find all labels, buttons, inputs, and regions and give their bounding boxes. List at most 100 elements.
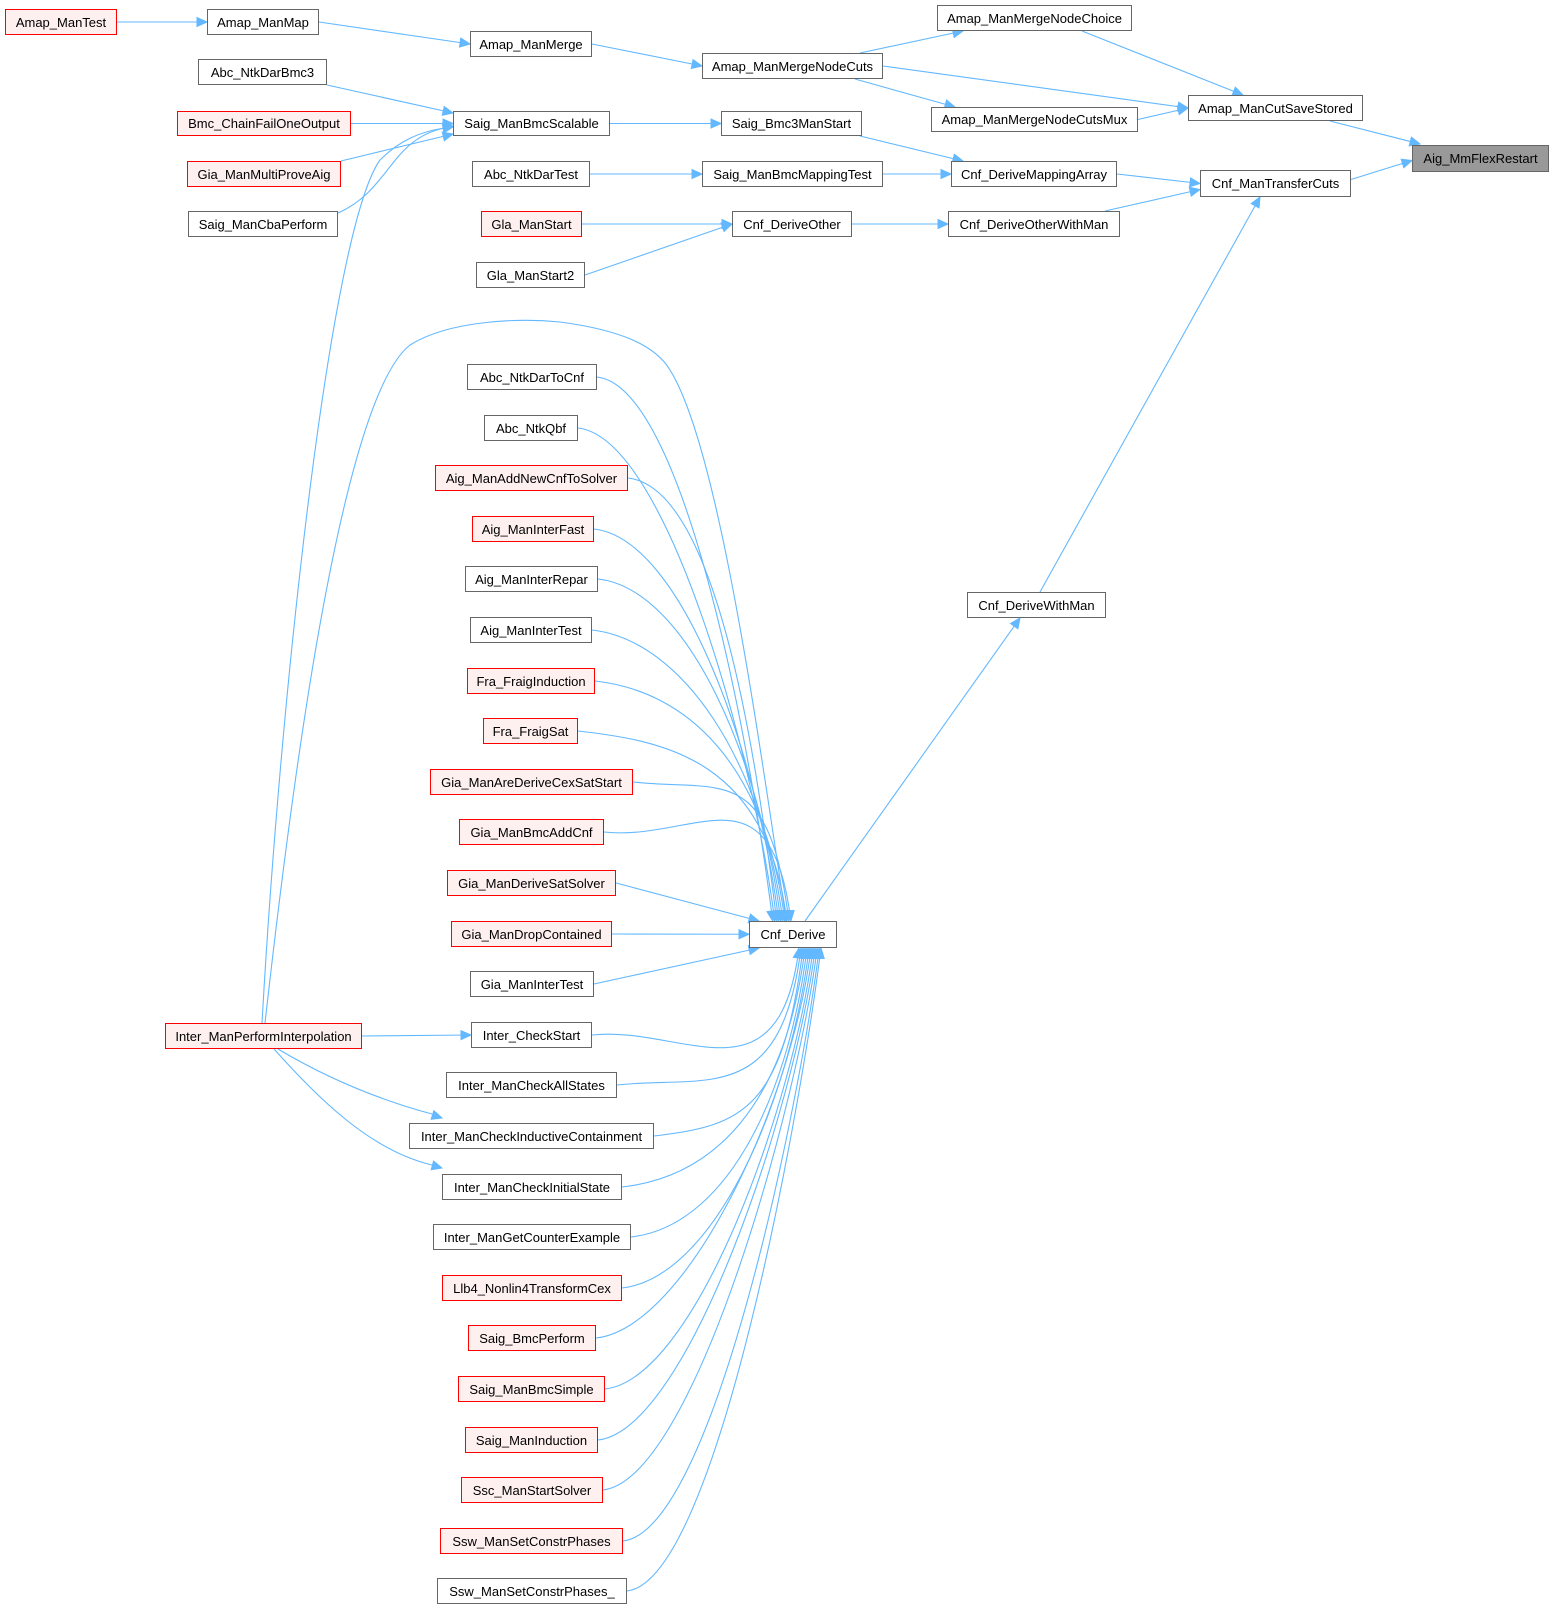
node-gia-manmultiproveaig[interactable]: Gia_ManMultiProveAig — [187, 161, 341, 187]
node-label: Saig_ManCbaPerform — [198, 216, 328, 232]
node-label: Gia_ManDropContained — [461, 926, 602, 942]
node-label: Cnf_DeriveWithMan — [978, 597, 1095, 613]
node-cnf-mantransfercuts[interactable]: Cnf_ManTransferCuts — [1200, 170, 1351, 197]
node-cnf-derivemappingarray[interactable]: Cnf_DeriveMappingArray — [951, 161, 1117, 187]
node-fra-fraiginduction[interactable]: Fra_FraigInduction — [467, 668, 595, 694]
node-label: Gla_ManStart — [491, 216, 572, 232]
node-aig-manaddnewcnftosolver[interactable]: Aig_ManAddNewCnfToSolver — [435, 465, 628, 491]
edge — [1039, 196, 1261, 593]
node-label: Cnf_DeriveMappingArray — [961, 166, 1107, 182]
node-inter-mancheckinitialstate[interactable]: Inter_ManCheckInitialState — [442, 1174, 622, 1200]
node-label: Fra_FraigInduction — [476, 673, 586, 689]
node-saig-manbmcscalable[interactable]: Saig_ManBmcScalable — [453, 111, 610, 136]
node-gia-manderivesatsolver[interactable]: Gia_ManDeriveSatSolver — [447, 870, 616, 896]
arrowhead-icon — [937, 218, 950, 230]
node-amap-manmergenodecuts[interactable]: Amap_ManMergeNodeCuts — [702, 53, 883, 79]
node-label: Saig_ManBmcScalable — [464, 116, 599, 131]
arrowhead-icon — [1009, 617, 1021, 630]
edge — [340, 133, 454, 162]
node-gia-mandropcontained[interactable]: Gia_ManDropContained — [451, 921, 612, 947]
node-label: Aig_MmFlexRestart — [1423, 151, 1538, 166]
arrowhead-icon — [1188, 177, 1202, 188]
node-saig-bmcperform[interactable]: Saig_BmcPerform — [468, 1325, 596, 1351]
edge — [591, 629, 784, 922]
node-abc-ntkqbf[interactable]: Abc_NtkQbf — [484, 415, 578, 441]
node-saig-manbmcmappingtest[interactable]: Saig_ManBmcMappingTest — [702, 161, 883, 187]
node-ssc-manstartsolver[interactable]: Ssc_ManStartSolver — [461, 1477, 603, 1503]
node-amap-manmap[interactable]: Amap_ManMap — [207, 9, 319, 35]
node-label: Inter_ManCheckInductiveContainment — [420, 1128, 643, 1144]
node-saig-bmc3manstart[interactable]: Saig_Bmc3ManStart — [721, 111, 862, 136]
edge — [626, 947, 822, 1592]
node-label: Inter_ManGetCounterExample — [443, 1229, 621, 1245]
node-label: Saig_BmcPerform — [479, 1330, 585, 1346]
node-amap-mancutsavestored[interactable]: Amap_ManCutSaveStored — [1188, 95, 1363, 121]
node-cnf-derivewithman[interactable]: Cnf_DeriveWithMan — [967, 592, 1106, 618]
node-gla-manstart[interactable]: Gla_ManStart — [481, 211, 582, 237]
edge — [318, 21, 471, 45]
edge — [277, 1048, 433, 1115]
node-label: Amap_ManMergeNodeCuts — [711, 58, 874, 74]
edge — [597, 578, 782, 922]
node-saig-maninduction[interactable]: Saig_ManInduction — [465, 1427, 598, 1453]
arrowhead-icon — [460, 1029, 473, 1041]
arrowhead-icon — [720, 222, 734, 233]
node-amap-manmergenodecutsmux[interactable]: Amap_ManMergeNodeCutsMux — [931, 107, 1138, 132]
node-gla-manstart2[interactable]: Gla_ManStart2 — [476, 262, 585, 288]
edge — [361, 1034, 472, 1037]
node-fra-fraigsat[interactable]: Fra_FraigSat — [483, 718, 578, 744]
node-aig-maninterrepar[interactable]: Aig_ManInterRepar — [465, 566, 598, 592]
node-inter-checkstart[interactable]: Inter_CheckStart — [471, 1022, 592, 1048]
node-llb4-nonlin4transformcex[interactable]: Llb4_Nonlin4TransformCex — [442, 1275, 622, 1301]
edge — [337, 127, 445, 214]
node-saig-manbmcsimple[interactable]: Saig_ManBmcSimple — [458, 1376, 605, 1402]
node-label: Inter_ManPerformInterpolation — [175, 1028, 352, 1044]
node-label: Inter_CheckStart — [482, 1027, 581, 1043]
edge — [621, 947, 806, 1188]
node-amap-mantest[interactable]: Amap_ManTest — [5, 9, 117, 35]
node-inter-mancheckallstates[interactable]: Inter_ManCheckAllStates — [446, 1072, 617, 1098]
node-label: Amap_ManMergeNodeCutsMux — [941, 112, 1128, 127]
node-aig-manintertest[interactable]: Aig_ManInterTest — [470, 617, 592, 643]
node-gia-manintertest[interactable]: Gia_ManInterTest — [470, 971, 594, 997]
node-inter-mangetcounterexample[interactable]: Inter_ManGetCounterExample — [433, 1224, 631, 1250]
edge — [615, 882, 760, 922]
node-label: Amap_ManTest — [15, 14, 107, 30]
node-cnf-deriveother[interactable]: Cnf_DeriveOther — [732, 211, 852, 237]
node-label: Cnf_ManTransferCuts — [1211, 176, 1340, 191]
arrowhead-icon — [784, 909, 795, 923]
node-label: Gia_ManMultiProveAig — [197, 166, 331, 182]
edge — [1081, 30, 1244, 96]
node-gia-manarederivecexsatstart[interactable]: Gia_ManAreDeriveCexSatStart — [430, 769, 633, 795]
node-label: Fra_FraigSat — [492, 723, 569, 739]
edge — [1104, 188, 1201, 212]
node-label: Abc_NtkDarTest — [484, 166, 578, 182]
node-ssw-mansetconstrphases[interactable]: Ssw_ManSetConstrPhases — [440, 1528, 623, 1554]
node-label: Amap_ManMerge — [479, 36, 583, 52]
node-cnf-derive[interactable]: Cnf_Derive — [749, 921, 837, 948]
node-saig-mancbaperform[interactable]: Saig_ManCbaPerform — [188, 211, 338, 237]
node-label: Cnf_DeriveOther — [743, 216, 841, 232]
edge — [326, 84, 454, 114]
node-inter-mancheckinductivecontainment[interactable]: Inter_ManCheckInductiveContainment — [409, 1123, 654, 1149]
arrowhead-icon — [1400, 158, 1414, 169]
node-label: Inter_ManCheckInitialState — [453, 1179, 611, 1195]
edge — [604, 947, 814, 1390]
node-abc-ntkdarbmc3[interactable]: Abc_NtkDarBmc3 — [198, 59, 327, 85]
node-abc-ntkdartest[interactable]: Abc_NtkDarTest — [472, 161, 590, 187]
node-ssw-mansetconstrphases-[interactable]: Ssw_ManSetConstrPhases_ — [437, 1578, 627, 1604]
edge — [591, 43, 703, 67]
arrowhead-icon — [814, 946, 825, 960]
edge — [616, 947, 802, 1086]
node-bmc-chainfailoneoutput[interactable]: Bmc_ChainFailOneOutput — [177, 111, 351, 136]
edge — [273, 1048, 433, 1166]
node-amap-manmerge[interactable]: Amap_ManMerge — [470, 31, 592, 57]
node-abc-ntkdartocnf[interactable]: Abc_NtkDarToCnf — [467, 364, 597, 390]
node-inter-manperforminterpolation[interactable]: Inter_ManPerformInterpolation — [165, 1023, 362, 1049]
arrowhead-icon — [738, 928, 751, 940]
node-amap-manmergenodechoice[interactable]: Amap_ManMergeNodeChoice — [937, 5, 1132, 31]
node-gia-manbmcaddcnf[interactable]: Gia_ManBmcAddCnf — [459, 819, 604, 845]
node-aig-maninterfast[interactable]: Aig_ManInterFast — [472, 516, 594, 542]
arrowhead-icon — [691, 168, 704, 180]
node-cnf-deriveotherwithman[interactable]: Cnf_DeriveOtherWithMan — [948, 211, 1120, 237]
